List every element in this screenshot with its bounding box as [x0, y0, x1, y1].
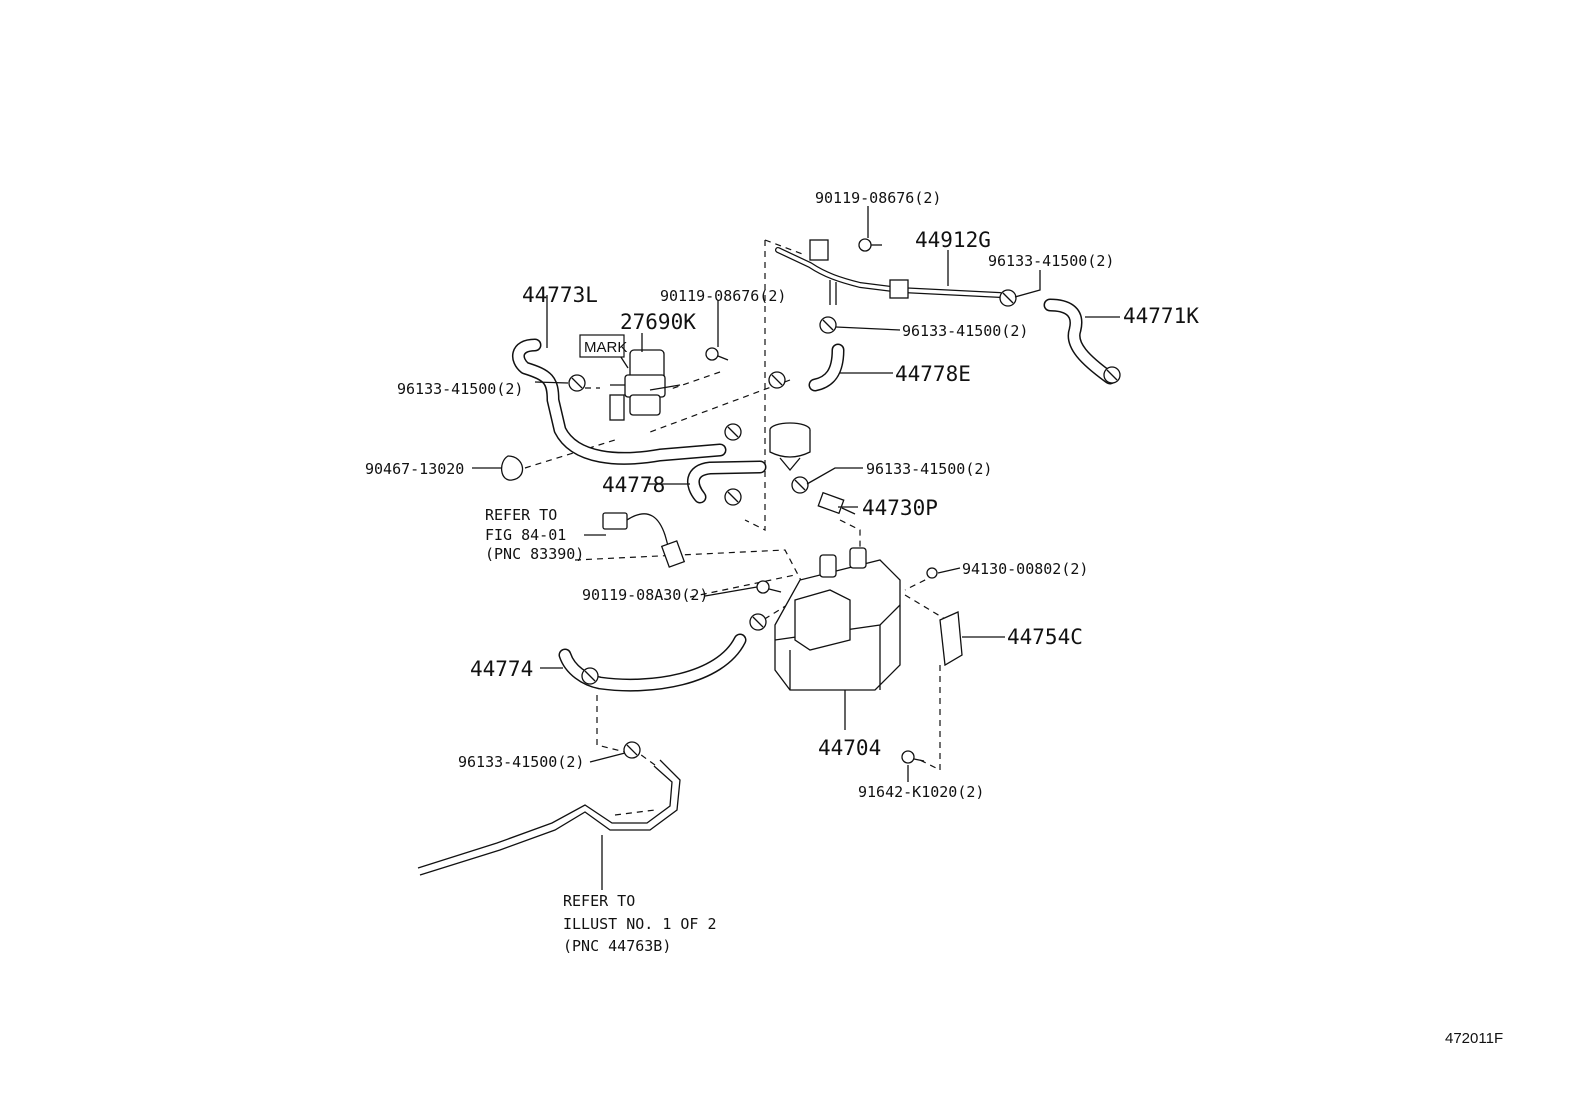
hose-44778[interactable] — [687, 460, 767, 504]
bolt-icon[interactable] — [926, 567, 938, 579]
label-44774: 44774 — [470, 657, 533, 681]
mark-box — [579, 334, 625, 358]
refer-fig-line3: (PNC 83390) — [485, 545, 584, 563]
label-44704: 44704 — [818, 736, 881, 760]
label-44754C: 44754C — [1007, 625, 1083, 649]
label-96133-41500-l2: 96133-41500(2) — [458, 753, 584, 771]
label-96133-41500-l1: 96133-41500(2) — [397, 380, 523, 398]
label-90119-08676-top: 90119-08676(2) — [815, 189, 941, 207]
label-44778: 44778 — [602, 473, 665, 497]
clip-90467[interactable] — [501, 455, 524, 481]
clamp-icon[interactable] — [1103, 366, 1121, 384]
leader-lines — [472, 206, 1120, 890]
refer-fig-line2: FIG 84-01 — [485, 526, 566, 544]
refer-fig-line1: REFER TO — [485, 506, 557, 524]
refer-illust-line1: REFER TO — [563, 892, 635, 910]
filter-element[interactable] — [769, 422, 811, 472]
label-90119-08A30: 90119-08A30(2) — [582, 586, 708, 604]
clamp-icon[interactable] — [749, 613, 767, 631]
part-labels: 90119-08676(2) 44912G 96133-41500(2) 447… — [365, 189, 1503, 1047]
vsv-valve-27690K[interactable] — [609, 349, 681, 421]
bolts[interactable] — [705, 238, 938, 764]
bolt-icon[interactable] — [756, 580, 782, 594]
label-90119-08676-mid: 90119-08676(2) — [660, 287, 786, 305]
refer-illust-line3: (PNC 44763B) — [563, 937, 671, 955]
bolt-icon[interactable] — [901, 750, 925, 764]
clamp-icon[interactable] — [568, 374, 586, 392]
label-44730P: 44730P — [862, 496, 938, 520]
sensor-connector[interactable] — [602, 512, 686, 568]
pipe-44912G[interactable] — [775, 239, 1003, 305]
hose-44773L[interactable] — [512, 338, 727, 465]
fitting-44730P[interactable] — [817, 491, 856, 515]
label-94130-00802: 94130-00802(2) — [962, 560, 1088, 578]
label-96133-41500-c: 96133-41500(2) — [866, 460, 992, 478]
refer-illust-note: REFER TO ILLUST NO. 1 OF 2 (PNC 44763B) — [563, 892, 717, 955]
label-90467-13020: 90467-13020 — [365, 460, 464, 478]
clamp-icon[interactable] — [724, 488, 742, 506]
charcoal-canister-44704[interactable] — [774, 547, 901, 691]
bolt-icon[interactable] — [705, 347, 729, 361]
label-44778E: 44778E — [895, 362, 971, 386]
figure-id: 472011F — [1445, 1030, 1503, 1047]
refer-fig-note: REFER TO FIG 84-01 (PNC 83390) — [485, 506, 584, 563]
label-44773L: 44773L — [522, 283, 598, 307]
bracket-44754C[interactable] — [939, 611, 963, 667]
label-91642-K1020: 91642-K1020(2) — [858, 783, 984, 801]
guide-lines — [524, 239, 956, 816]
label-96133-41500-r1: 96133-41500(2) — [988, 252, 1114, 270]
clamp-icon[interactable] — [791, 476, 809, 494]
clamp-icon[interactable] — [581, 667, 599, 685]
hose-44771K[interactable] — [1043, 298, 1117, 385]
clamp-icon[interactable] — [724, 423, 742, 441]
refer-illust-line2: ILLUST NO. 1 OF 2 — [563, 915, 717, 933]
label-27690K: 27690K — [620, 310, 696, 334]
label-44912G: 44912G — [915, 228, 991, 252]
clamp-icon[interactable] — [819, 316, 837, 334]
hose-44774[interactable] — [558, 633, 747, 692]
label-96133-41500-r2: 96133-41500(2) — [902, 322, 1028, 340]
clamp-icon[interactable] — [623, 741, 641, 759]
clamp-icon[interactable] — [999, 289, 1017, 307]
clamp-icon[interactable] — [768, 371, 786, 389]
label-mark: MARK — [584, 339, 627, 356]
fuel-tube — [417, 759, 681, 876]
hose-44778E[interactable] — [808, 343, 845, 392]
label-44771K: 44771K — [1123, 304, 1199, 328]
hose-clamps[interactable] — [568, 289, 1121, 759]
bolt-icon[interactable] — [858, 238, 882, 252]
